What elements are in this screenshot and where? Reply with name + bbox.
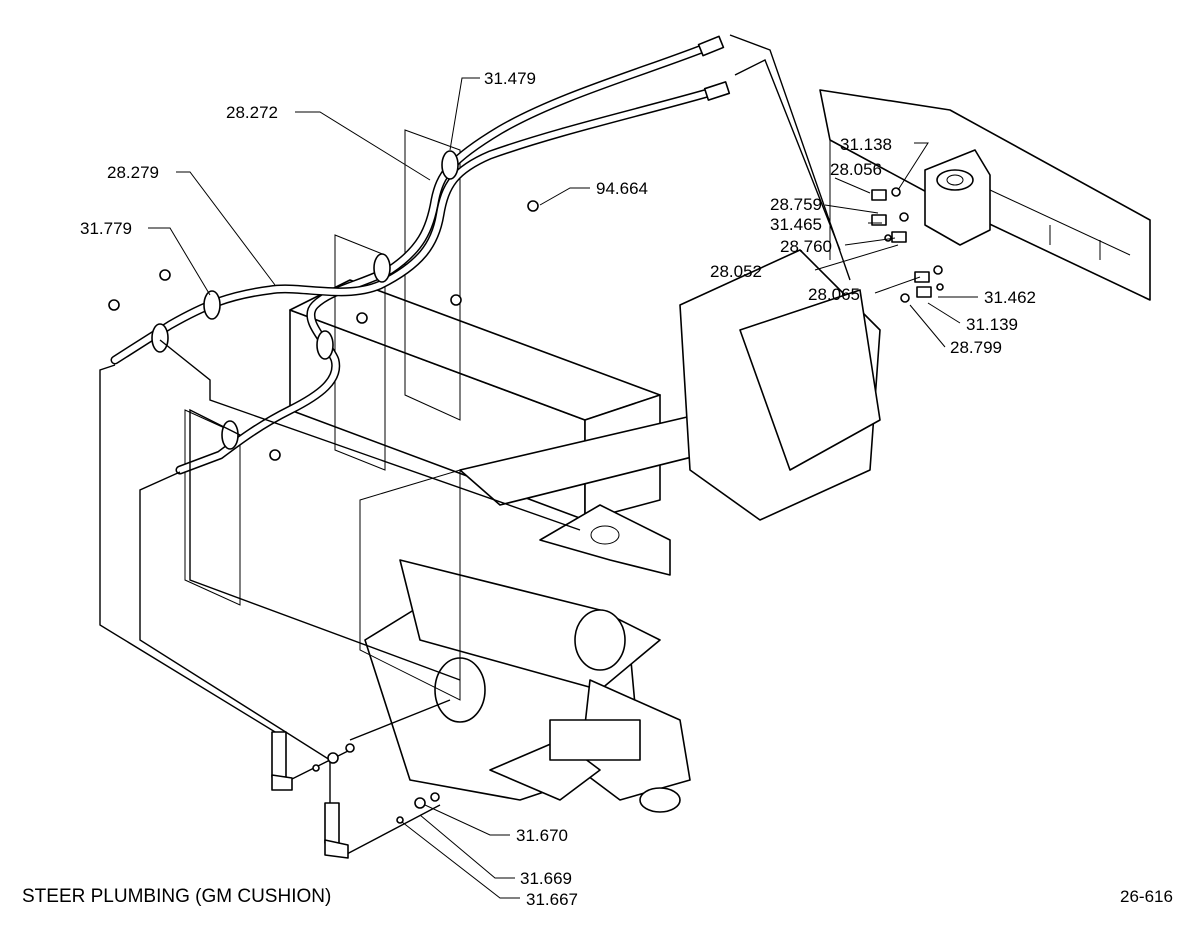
routing-lines (99, 34, 851, 856)
hose-28-279 (110, 85, 723, 365)
callout-28-279: 28.279 (107, 163, 159, 182)
callout-28-065: 28.065 (808, 285, 860, 304)
frame-rail (289, 249, 881, 521)
callout-28-760: 28.760 (780, 237, 832, 256)
callout-94-664: 94.664 (596, 179, 648, 198)
callout-31-669: 31.669 (520, 869, 572, 888)
hose-end-fittings (697, 35, 731, 101)
valve-fittings (871, 187, 944, 303)
callout-31-139: 31.139 (966, 315, 1018, 334)
steer-axle (364, 559, 691, 813)
leader-lines (148, 77, 978, 899)
mount-plate (539, 504, 671, 576)
nuts (108, 200, 539, 461)
callout-28-052: 28.052 (710, 262, 762, 281)
callout-31-138: 31.138 (840, 135, 892, 154)
callout-31-465: 31.465 (770, 215, 822, 234)
callout-28-799: 28.799 (950, 338, 1002, 357)
callout-labels: 31.479 28.272 28.279 94.664 31.779 31.13… (80, 69, 1036, 909)
callout-28-759: 28.759 (770, 195, 822, 214)
callout-31-670: 31.670 (516, 826, 568, 845)
lower-elbow-fittings (271, 731, 440, 859)
page-number: 26-616 (1120, 887, 1173, 906)
callout-28-056: 28.056 (830, 160, 882, 179)
steer-valve (924, 149, 991, 246)
callout-31-462: 31.462 (984, 288, 1036, 307)
callout-31-479: 31.479 (484, 69, 536, 88)
callout-31-667: 31.667 (526, 890, 578, 909)
callout-28-272: 28.272 (226, 103, 278, 122)
callout-31-779: 31.779 (80, 219, 132, 238)
diagram-title: STEER PLUMBING (GM CUSHION) (22, 886, 331, 907)
